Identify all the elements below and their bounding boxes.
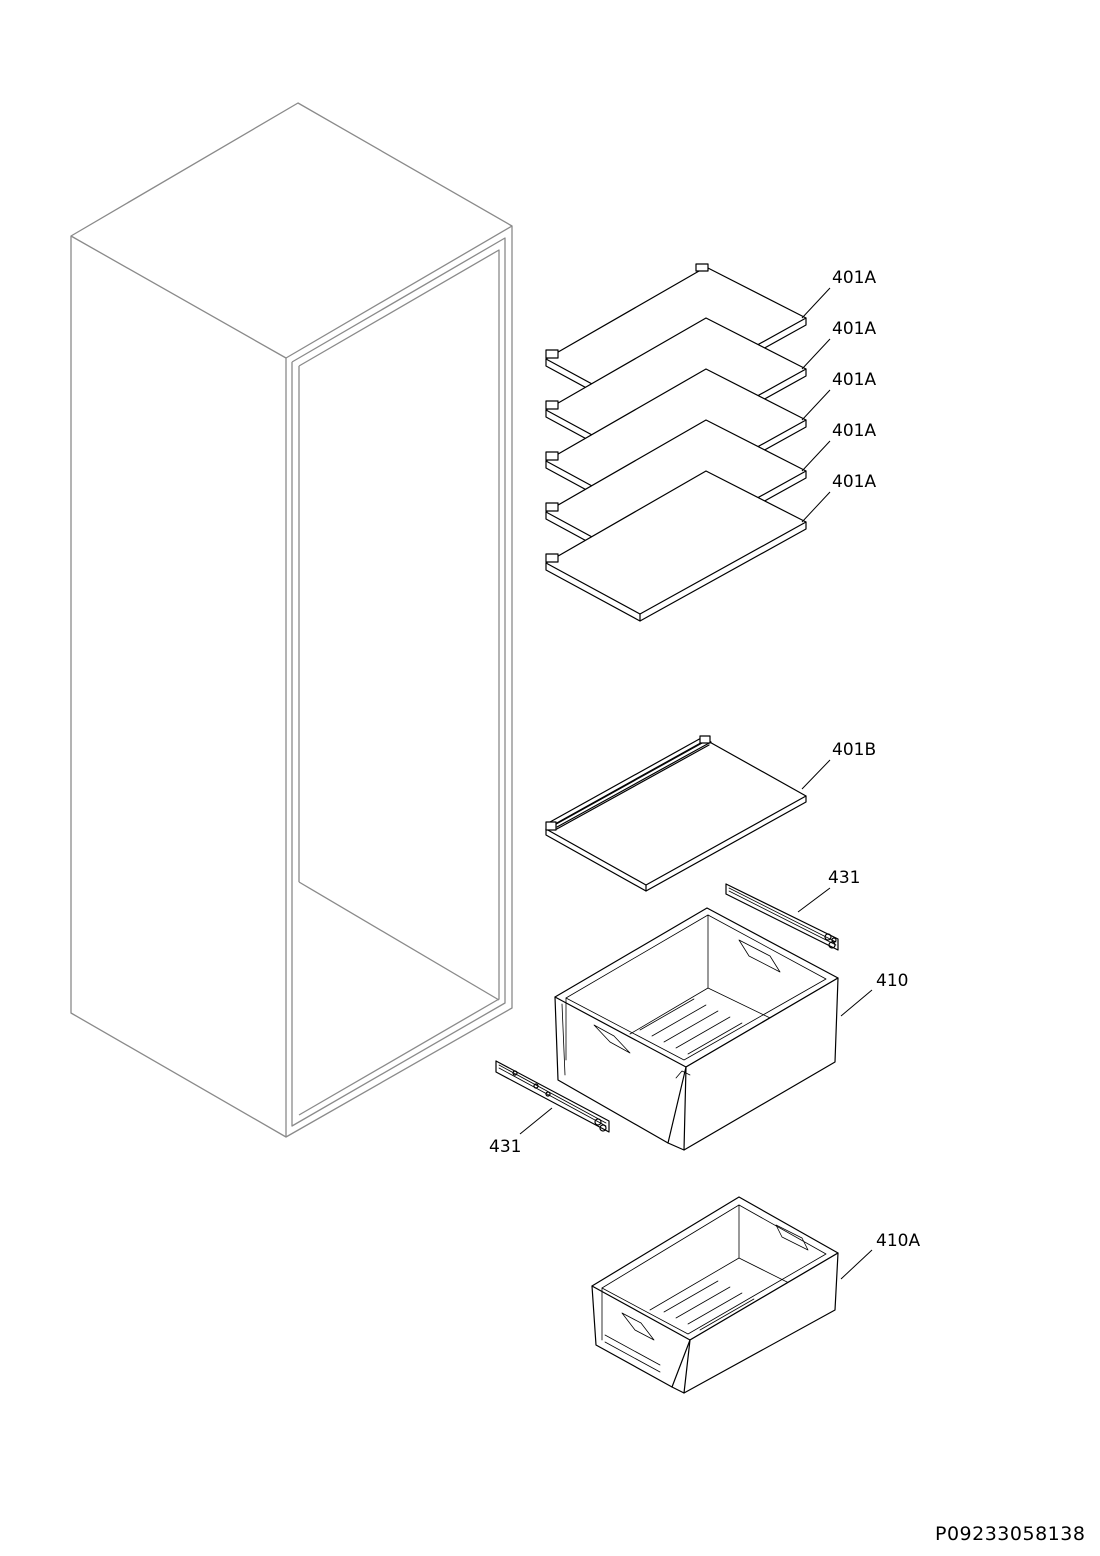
callout-401a-1: 401A bbox=[832, 268, 876, 288]
callout-401a-5: 401A bbox=[832, 472, 876, 492]
drawer-floor-rib bbox=[687, 1292, 743, 1325]
drawer-floor-rib bbox=[639, 998, 695, 1031]
crisper-drawer-410 bbox=[554, 907, 839, 1151]
glass-shelf-401b bbox=[545, 735, 807, 892]
glass-shelf-401a bbox=[545, 470, 807, 622]
drawer-rail-left bbox=[495, 1060, 610, 1133]
callout-410a: 410A bbox=[876, 1231, 920, 1251]
drawer-floor-rib bbox=[663, 1010, 719, 1043]
cabinet-body bbox=[70, 102, 513, 1138]
drawer-floor-rib bbox=[663, 1280, 719, 1313]
callout-401b: 401B bbox=[832, 740, 876, 760]
callout-431-right: 431 bbox=[828, 868, 860, 888]
drawer-rail-right bbox=[725, 883, 839, 951]
drawer-floor-rib bbox=[675, 1286, 731, 1319]
callout-401a-3: 401A bbox=[832, 370, 876, 390]
callout-401a-4: 401A bbox=[832, 421, 876, 441]
crisper-drawer-410a bbox=[591, 1196, 839, 1394]
drawer-floor-rib bbox=[675, 1016, 731, 1049]
glass-shelves-401a bbox=[545, 263, 807, 622]
callout-410: 410 bbox=[876, 971, 908, 991]
callout-401a-2: 401A bbox=[832, 319, 876, 339]
drawer-floor-rib bbox=[687, 1022, 743, 1055]
document-id: P09233058138 bbox=[935, 1523, 1085, 1545]
drawer-floor-rib bbox=[651, 1004, 707, 1037]
callout-leaders bbox=[519, 287, 873, 1280]
callout-431-left: 431 bbox=[489, 1137, 521, 1157]
drawer-floor-rib bbox=[699, 1298, 755, 1331]
